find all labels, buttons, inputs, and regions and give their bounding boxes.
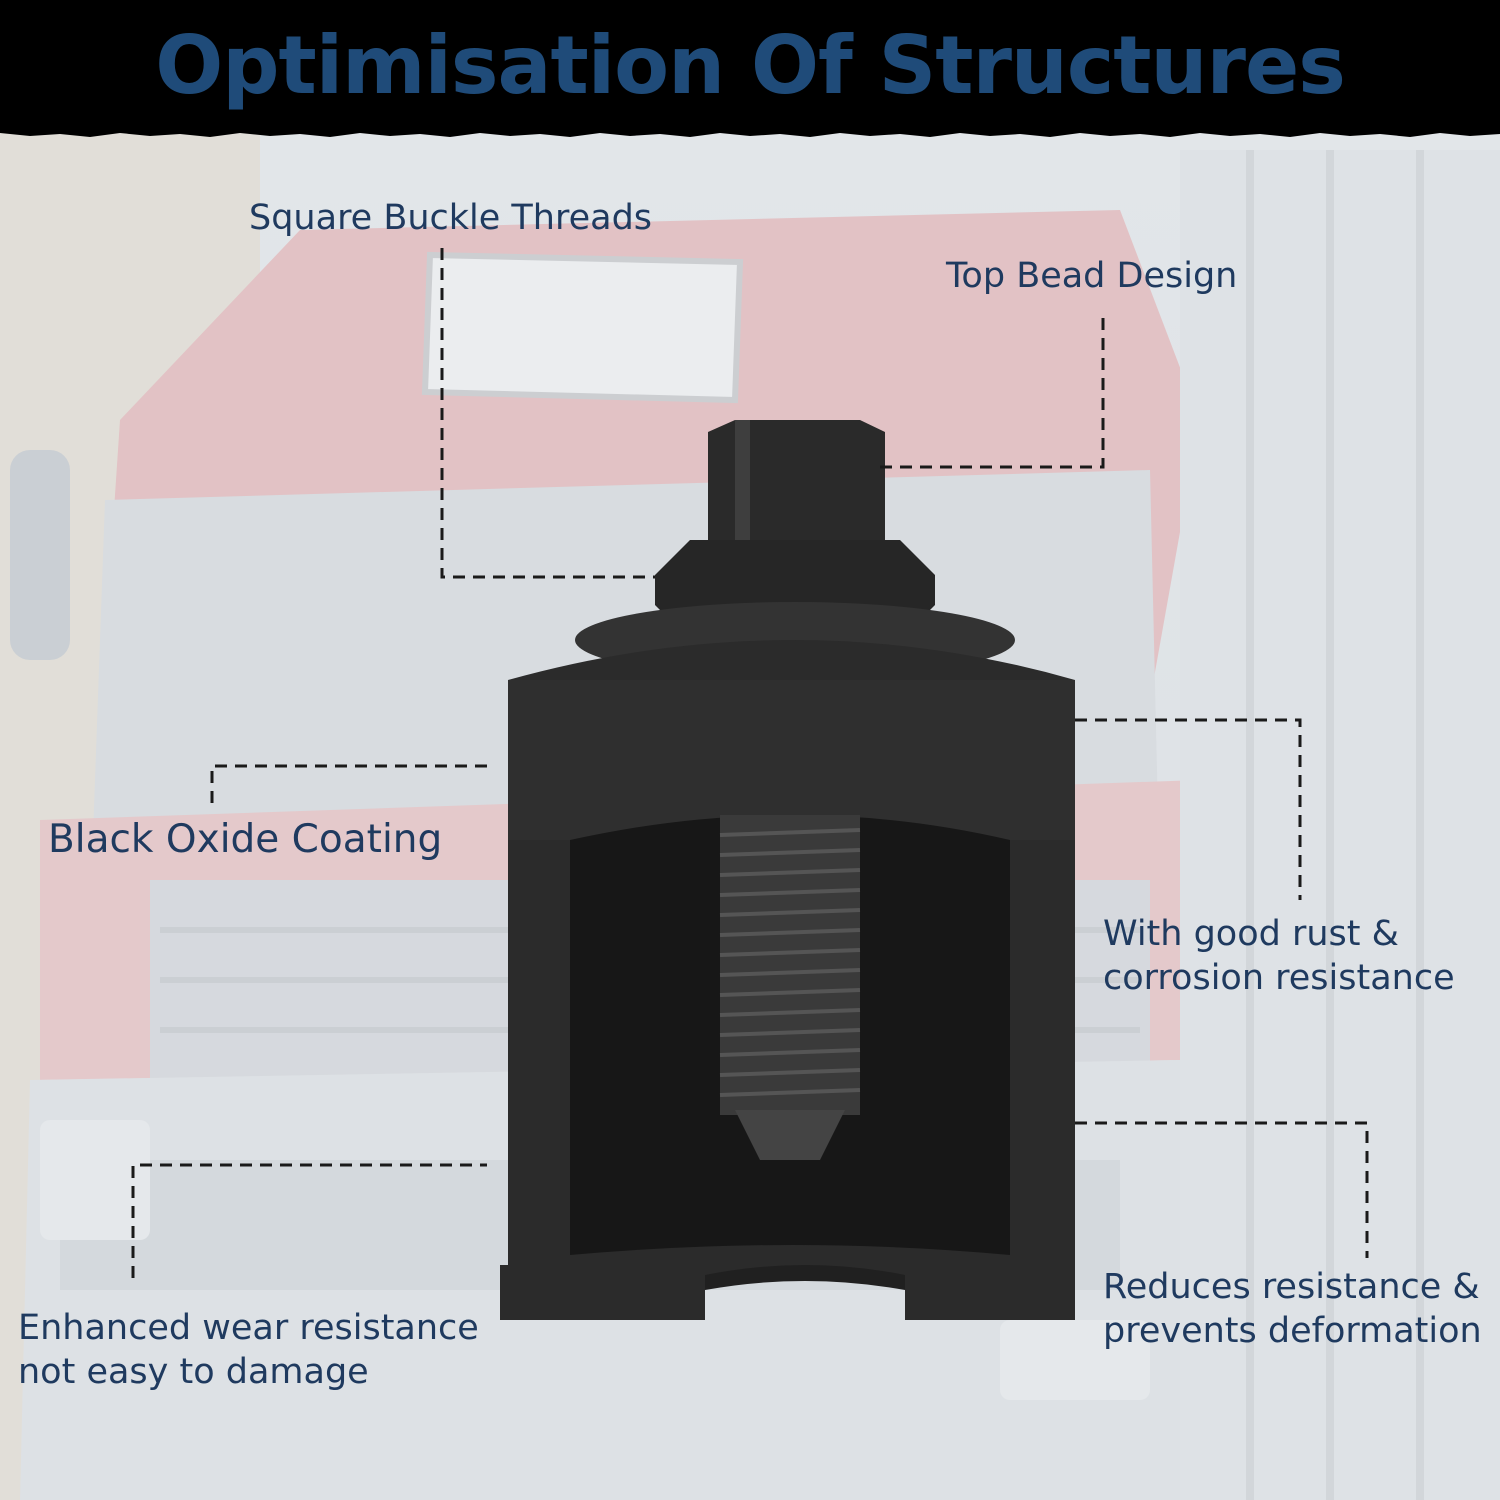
header-bar: Optimisation Of Structures (0, 0, 1500, 132)
callout-black-oxide-coating: Black Oxide Coating (48, 818, 442, 862)
callout-line-1: With good rust & (1103, 914, 1399, 954)
callout-label: Top Bead Design (946, 256, 1238, 296)
torn-edge-divider (0, 130, 1500, 137)
callout-label: Black Oxide Coating (48, 817, 443, 862)
callout-line-2: corrosion resistance (1103, 958, 1455, 998)
callout-line-1: Enhanced wear resistance (18, 1308, 479, 1348)
callout-line-2: not easy to damage (18, 1352, 369, 1392)
callout-rust-resistance: With good rust & corrosion resistance (1103, 912, 1455, 1000)
callout-line-2: prevents deformation (1103, 1311, 1482, 1351)
callout-line-1: Reduces resistance & (1103, 1267, 1480, 1307)
callout-prevents-deformation: Reduces resistance & prevents deformatio… (1103, 1265, 1482, 1353)
callout-label: Square Buckle Threads (249, 198, 653, 238)
callout-top-bead-design: Top Bead Design (946, 254, 1237, 298)
callout-wear-resistance: Enhanced wear resistance not easy to dam… (18, 1306, 479, 1394)
callout-square-buckle-threads: Square Buckle Threads (249, 196, 652, 240)
page-title: Optimisation Of Structures (155, 19, 1346, 112)
